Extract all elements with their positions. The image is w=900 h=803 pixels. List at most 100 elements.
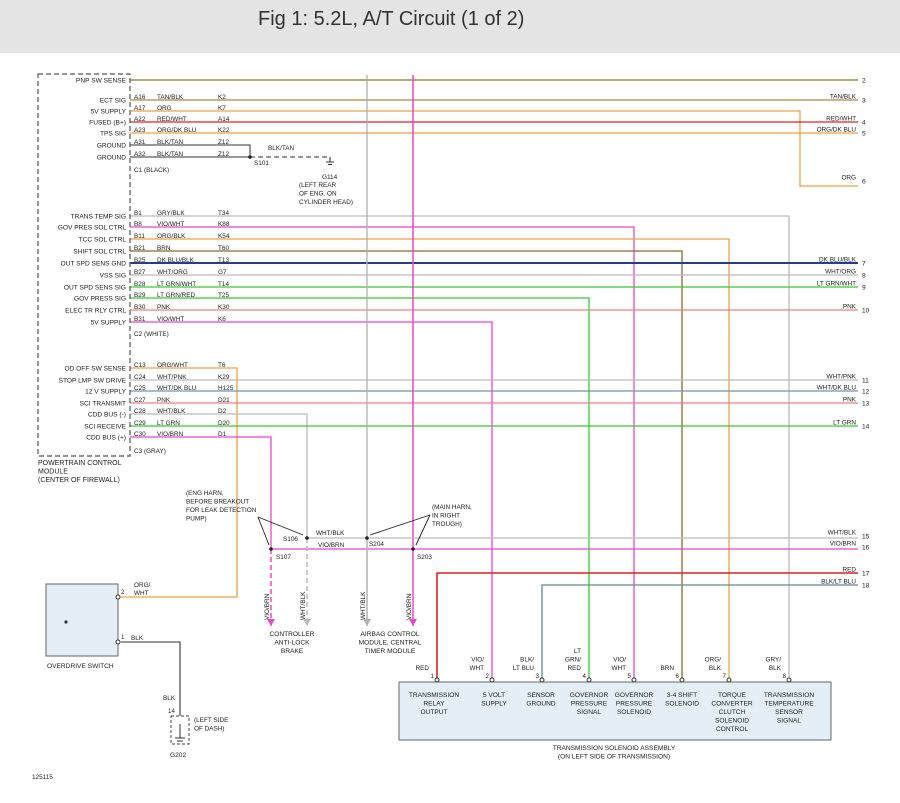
od-pin2-label: 2 [121,589,125,596]
pcm-circuit-id: K2 [218,94,226,101]
solenoid-wire-label: GRN/ [565,657,581,664]
solenoid-function-label: SENSOR [775,709,803,716]
od-switch-pin1 [115,639,121,645]
solenoid-pin-number: 7 [723,673,727,680]
solenoid-function-label: CLUTCH [719,709,746,716]
solenoid-pin-terminal [489,677,495,683]
pcm-circuit-id: A14 [218,116,230,123]
solenoid-wire-label: LT [574,648,581,655]
wire-color-label: LT GRN [833,420,856,427]
splice-s203-dot [411,547,415,551]
pcm-pin-number: C13 [134,362,146,369]
pcm-pin-number: A17 [134,105,146,112]
splice-s203-label: S203 [417,554,432,561]
pcm-circuit-id: T6 [218,362,226,369]
solenoid-pin-terminal [631,677,637,683]
wire-color-label: VIO/BRN [830,541,857,548]
component-layer [37,73,832,745]
solenoid-function-label: TRANSMISSION [409,692,459,699]
wire-number: 17 [862,571,870,578]
pcm-pin-name: TPS SIG [100,131,126,138]
wire-vio-brn-label: VIO/BRN [318,542,345,549]
ground-g202-desc: (LEFT SIDE [194,717,228,724]
solenoid-wire-label: BLK [709,665,722,672]
pcm-wire-color: BLK/TAN [157,139,184,146]
pcm-pin-number: C29 [134,420,146,427]
splice-s101-dot [248,155,252,159]
pcm-wire-color: PNK [157,397,171,404]
pcm-pin-name: GROUND [97,143,127,150]
pcm-pin-number: C30 [134,431,146,438]
pcm-circuit-id: H125 [218,385,234,392]
wire-trans-relay-output [436,572,858,682]
solenoid-assembly-label: (ON LEFT SIDE OF TRANSMISSION) [558,754,670,761]
wire-color-label: PNK [843,397,857,404]
pcm-pin-name: ELEC TR RLY CTRL [65,308,126,315]
solenoid-pin-number: 1 [431,673,435,680]
pcm-circuit-id: T13 [218,257,229,264]
solenoid-assembly-label: TRANSMISSION SOLENOID ASSEMBLY [553,745,676,752]
controller-abs-label: CONTROLLER [269,631,314,638]
pcm-connector-label: C3 (GRAY) [134,448,166,455]
pcm-wire-color: GRY/BLK [157,210,185,217]
solenoid-pin-number: 3 [536,673,540,680]
callout-line-s204 [369,514,431,536]
ground-g114-label: G114 [322,174,338,181]
pcm-pin-name: VSS SIG [100,273,126,280]
pcm-pin-name: CDD BUS (-) [88,412,126,419]
vertical-wire-label: WHT/BLK [300,591,307,620]
arrow-abs-vio [267,619,275,626]
pcm-circuit-id: T14 [218,281,229,288]
solenoid-pin-number: 8 [783,673,787,680]
pcm-pin-number: A16 [134,94,146,101]
vertical-wire-label: VIO/BRN [406,593,413,620]
pcm-pin-name: FUSED (B+) [89,120,126,127]
controller-abs-label: BRAKE [281,648,304,655]
pcm-wire-color: BRN [157,245,171,252]
wire-number: 9 [862,285,866,292]
pcm-pin-name: TRANS TEMP SIG [71,214,126,221]
wire-number: 8 [862,273,866,280]
ground-g202-desc: OF DASH) [194,726,225,733]
pcm-pin-name: SCI TRANSMIT [80,401,126,408]
solenoid-wire-label: GRY/ [765,657,781,664]
solenoid-function-label: SIGNAL [577,709,602,716]
wire-color-label: DK BLU/BLK [819,257,857,264]
pcm-circuit-id: Z12 [218,151,229,158]
solenoid-pin-number: 6 [676,673,680,680]
pcm-label: MODULE [38,469,68,476]
pcm-pin-name: OUT SPD SENS GND [61,261,127,268]
pcm-wire-color: WHT/BLK [157,408,186,415]
pcm-pin-number: B11 [134,233,145,240]
splice-s107-label: S107 [276,554,291,561]
solenoid-function-label: RELAY [423,701,445,708]
eng-harn-note: PUMP) [186,516,207,523]
pcm-pin-name: GOV PRES SOL CTRL [58,225,127,232]
pcm-circuit-id: T25 [218,292,229,299]
wire-number: 6 [862,179,866,186]
pcm-pin-name: OUT SPD SENS SIG [64,285,126,292]
solenoid-function-label: GROUND [526,701,556,708]
wire-number: 12 [862,389,870,396]
controller-abs-label: ANTI-LOCK [274,640,310,647]
figure-id: 125115 [32,774,53,781]
wire-5v-supply-b31 [130,321,493,682]
od-wire-blk-label: BLK [131,635,144,642]
solenoid-wire-label: VIO/ [613,657,626,664]
solenoid-pin-number: 2 [486,673,490,680]
pcm-circuit-id: T34 [218,210,229,217]
wire-ground-g114 [250,156,331,162]
pcm-wire-color: PNK [157,304,171,311]
main-harn-note: (MAIN HARN, [432,504,472,511]
pcm-pin-name: 12 V SUPPLY [85,389,127,396]
pcm-wire-color: VIO/WHT [157,221,184,228]
pcm-label: POWERTRAIN CONTROL [38,460,122,467]
wire-number: 16 [862,545,870,552]
solenoid-function-label: TRANSMISSION [764,692,814,699]
airbag-module-label: AIRBAG CONTROL [361,631,420,638]
arrow-airbag-vio [409,619,417,626]
wire-cdd-bus-pos [130,436,272,549]
solenoid-pin-number: 5 [628,673,632,680]
vertical-wire-label: VIO/BRN [264,593,271,620]
solenoid-pin-terminal [786,677,792,683]
